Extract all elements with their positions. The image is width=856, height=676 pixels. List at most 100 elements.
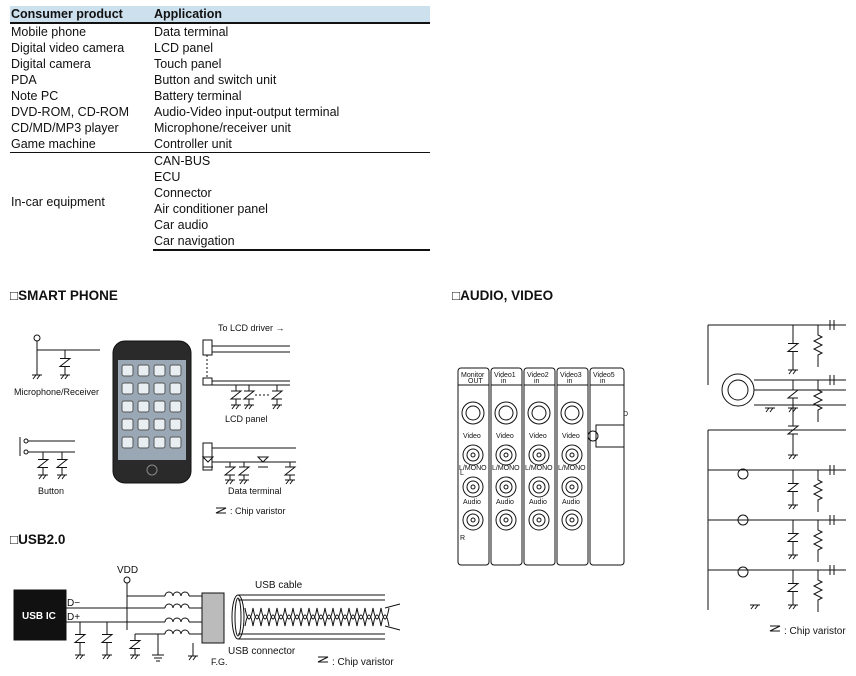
audio-label: Audio xyxy=(529,499,547,506)
lcd-circuit: To LCD driver → LCD panel xyxy=(202,323,290,424)
rca-jack-icon xyxy=(737,566,749,578)
app-icon xyxy=(137,400,150,413)
rca-jack-icon xyxy=(561,444,583,466)
app-icon xyxy=(121,418,134,431)
d-label: D xyxy=(623,411,628,418)
app-icon xyxy=(121,364,134,377)
app-icon xyxy=(169,364,182,377)
video-label: Video xyxy=(496,433,514,440)
s-video-connector-icon xyxy=(721,373,755,407)
video-label: Video xyxy=(562,433,580,440)
smartphone-title: □SMART PHONE xyxy=(10,288,118,303)
rca-jack-icon xyxy=(495,444,517,466)
vdd-label: VDD xyxy=(117,565,138,576)
button-label: Button xyxy=(38,486,64,496)
app-icon xyxy=(169,400,182,413)
audio-label: Audio xyxy=(463,499,481,506)
r-label: R xyxy=(460,535,465,542)
product-cell: DVD-ROM, CD-ROM xyxy=(11,105,130,119)
panel-label: Video2 xyxy=(527,372,549,379)
application-cell: Air conditioner panel xyxy=(154,202,268,216)
usb-legend-text: : Chip varistor xyxy=(332,657,394,668)
s-video-jack-icon xyxy=(560,401,584,425)
d-sub-connector-icon xyxy=(595,424,625,448)
product-cell: PDA xyxy=(11,73,37,87)
chip-varistor-icon xyxy=(229,385,243,410)
chip-varistor-icon xyxy=(128,634,142,660)
chip-varistor-icon xyxy=(786,470,800,510)
rca-jack-icon xyxy=(561,476,583,498)
lmono-label: L/MONO xyxy=(558,465,586,472)
diode-icon xyxy=(201,456,215,468)
ground-icon xyxy=(32,374,42,380)
dminus-label: D− xyxy=(67,598,80,609)
smartphone-legend: : Chip varistor xyxy=(215,506,286,516)
panel-label: Monitor xyxy=(461,372,485,379)
chip-varistor-icon xyxy=(283,462,297,485)
panel-sublabel: in xyxy=(567,378,573,385)
chip-varistor-icon xyxy=(786,520,800,560)
chip-varistor-icon xyxy=(55,452,69,480)
panel-label: Video1 xyxy=(494,372,516,379)
table-row: Air conditioner panel xyxy=(10,201,430,217)
varistor-symbol-icon xyxy=(317,656,329,663)
product-cell: Note PC xyxy=(11,89,59,103)
usb-title: □USB2.0 xyxy=(10,532,66,547)
panel-label: Video5 xyxy=(593,372,615,379)
app-icon xyxy=(137,418,150,431)
chip-varistor-icon xyxy=(242,385,256,410)
application-cell: Car navigation xyxy=(153,233,430,251)
dplus-label: D+ xyxy=(67,612,80,623)
app-icon xyxy=(121,436,134,449)
diode-icon xyxy=(256,456,270,468)
app-icon xyxy=(137,382,150,395)
resistor-icon xyxy=(812,325,824,367)
app-icon xyxy=(169,436,182,449)
usb-cable-label: USB cable xyxy=(255,580,303,591)
av-protection-circuit: : Chip varistor xyxy=(707,320,846,637)
app-icon xyxy=(137,364,150,377)
panel-sublabel: in xyxy=(501,378,507,385)
table-row: Connector xyxy=(10,185,430,201)
microphone-circuit: Microphone/Receiver xyxy=(14,334,100,397)
lcd-panel-label: LCD panel xyxy=(225,414,268,424)
product-cell: Mobile phone xyxy=(11,25,87,39)
application-cell: Data terminal xyxy=(154,25,229,39)
chip-varistor-icon xyxy=(73,622,87,660)
rca-jack-icon xyxy=(495,509,517,531)
app-icon xyxy=(169,382,182,395)
mic-label: Microphone/Receiver xyxy=(14,387,99,397)
table-row: DVD-ROM, CD-ROM Audio-Video input-output … xyxy=(10,104,430,120)
application-cell: Controller unit xyxy=(154,137,232,151)
application-cell: Button and switch unit xyxy=(154,73,277,87)
usb-connector-label: USB connector xyxy=(228,646,296,657)
chip-varistor-icon xyxy=(786,570,800,610)
application-cell: Audio-Video input-output terminal xyxy=(154,105,340,119)
product-application-table: Consumer product Application Mobile phon… xyxy=(10,6,430,251)
application-cell: LCD panel xyxy=(154,41,214,55)
l-label: L xyxy=(460,470,464,477)
av-panel: MonitorOUTVideoL/MONOAudioVideo1inVideoL… xyxy=(457,367,625,566)
ground-icon xyxy=(152,654,164,662)
usb-ic-block xyxy=(13,589,67,641)
product-cell: Game machine xyxy=(11,137,96,151)
rca-jack-icon xyxy=(528,476,550,498)
audio-label: Audio xyxy=(496,499,514,506)
panel-sublabel: in xyxy=(600,378,606,385)
varistor-symbol-icon xyxy=(215,507,227,514)
table-row: ECU xyxy=(10,169,430,185)
smartphone-image xyxy=(112,340,192,484)
lcd-driver-label: To LCD driver → xyxy=(218,323,285,333)
chip-varistor-icon xyxy=(223,462,237,485)
ground-icon xyxy=(765,407,775,413)
video-label: Video xyxy=(463,433,481,440)
app-icon xyxy=(121,400,134,413)
lmono-label: L/MONO xyxy=(492,465,520,472)
app-icon xyxy=(153,436,166,449)
rca-jack-icon xyxy=(462,476,484,498)
